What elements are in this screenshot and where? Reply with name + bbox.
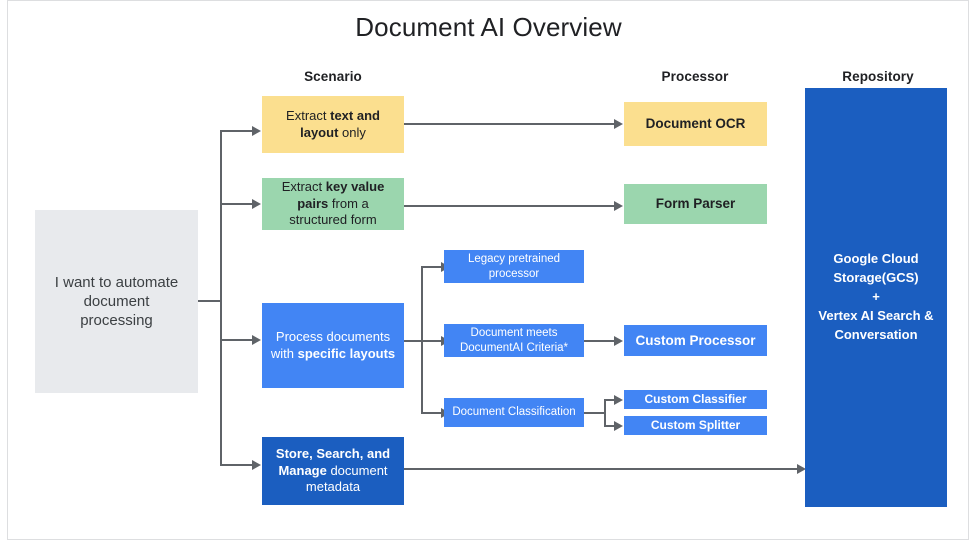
processor-box-custom-classifier[interactable]: Custom Classifier [624,390,767,409]
column-header-repository: Repository [842,69,914,84]
processor-box-custom-processor[interactable]: Custom Processor [624,325,767,356]
connector-to-legacy [421,266,443,268]
connector-source-stem [198,300,222,302]
connector-to-scenario-3 [220,339,254,341]
scenario-box-extract-key-value[interactable]: Extract key value pairs from a structure… [262,178,404,230]
connector-classification-split [604,399,606,427]
arrowhead-custom-processor [614,336,623,346]
arrowhead-scenario-1 [252,126,261,136]
intermediate-label-3: Document Classification [452,406,576,419]
connector-ocr [404,123,616,125]
source-box[interactable]: I want to automate document processing [35,210,198,393]
scenario-label-1: Extract text and layout only [286,107,380,140]
connector-to-criteria [421,340,443,342]
connector-to-scenario-4 [220,464,254,466]
intermediate-box-document-classification[interactable]: Document Classification [444,398,584,427]
arrowhead-scenario-4 [252,460,261,470]
scenario-box-extract-text-layout[interactable]: Extract text and layout only [262,96,404,153]
processor-box-form-parser[interactable]: Form Parser [624,184,767,224]
repository-box[interactable]: Google Cloud Storage(GCS) + Vertex AI Se… [805,88,947,507]
scenario-label-2: Extract key value pairs from a structure… [281,179,385,228]
processor-box-custom-splitter[interactable]: Custom Splitter [624,416,767,435]
arrowhead-splitter [614,421,623,431]
arrowhead-repository [797,464,806,474]
arrowhead-ocr [614,119,623,129]
arrowhead-scenario-3 [252,335,261,345]
arrowhead-classifier [614,395,623,405]
connector-to-classification [421,412,443,414]
scenario-label-4: Store, Search, and Manage document metad… [275,446,391,495]
repository-label: Google Cloud Storage(GCS) + Vertex AI Se… [818,251,934,342]
connector-scenario-trunk [220,131,222,465]
arrowhead-scenario-2 [252,199,261,209]
connector-classification-stem [584,412,606,414]
source-box-label: I want to automate document processing [54,273,179,330]
connector-repository [404,468,802,470]
connector-to-classifier [604,399,617,401]
processor-box-document-ocr[interactable]: Document OCR [624,102,767,146]
connector-to-splitter [604,425,617,427]
scenario-label-3: Process documents with specific layouts [270,328,396,361]
connector-form-parser [404,205,616,207]
connector-to-scenario-2 [220,203,254,205]
connector-to-scenario-1 [220,130,254,132]
scenario-box-process-specific-layouts[interactable]: Process documents with specific layouts [262,303,404,388]
column-header-processor: Processor [661,69,729,84]
arrowhead-form-parser [614,201,623,211]
connector-custom-processor [584,340,616,342]
column-header-scenario: Scenario [304,69,362,84]
page-title: Document AI Overview [355,12,622,42]
scenario-box-store-search-manage[interactable]: Store, Search, and Manage document metad… [262,437,404,505]
